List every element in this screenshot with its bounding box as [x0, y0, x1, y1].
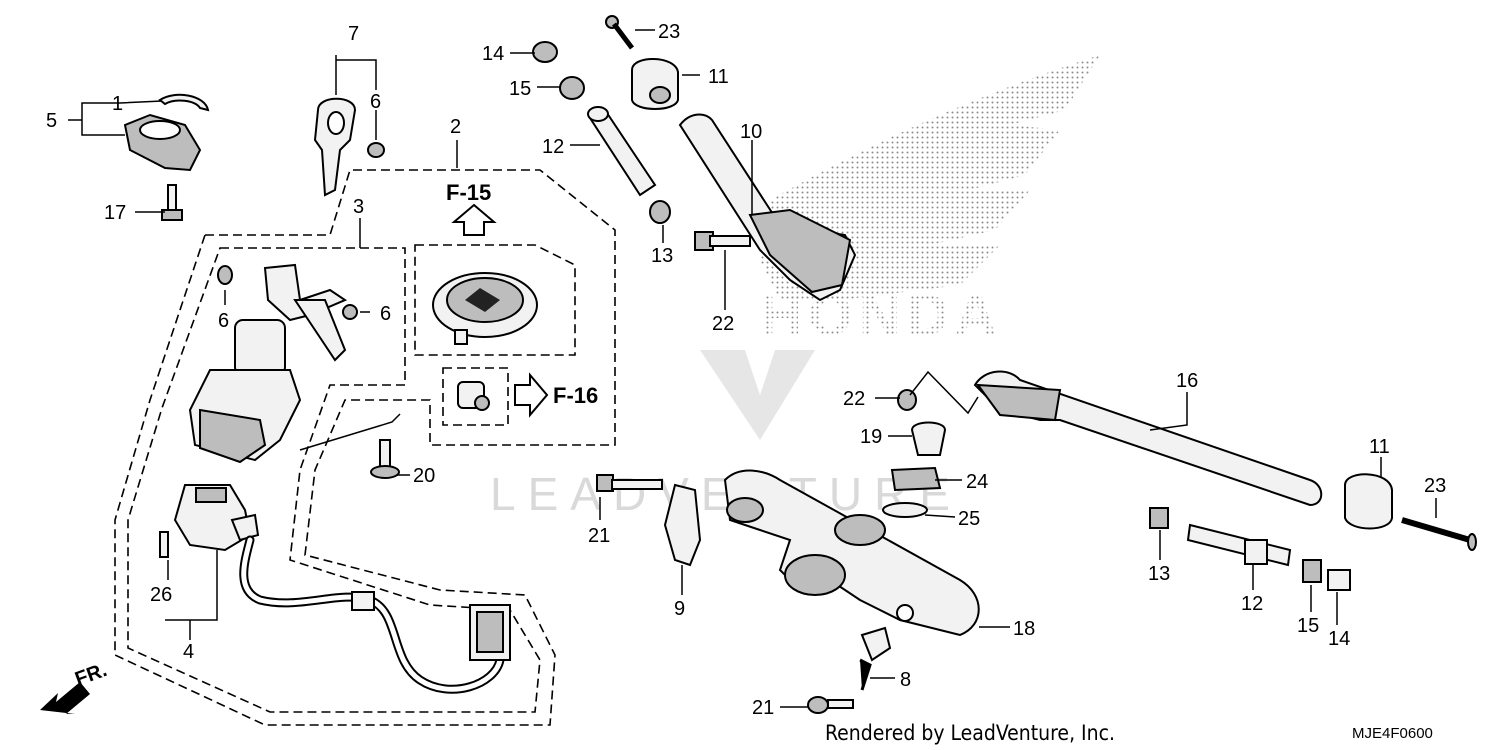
- callout-11-top[interactable]: 11: [708, 66, 729, 88]
- fuel-cap-box: [414, 244, 576, 356]
- callout-13-right[interactable]: 13: [1148, 563, 1170, 585]
- cap-19: [910, 421, 947, 456]
- nut-13-top: [649, 200, 671, 224]
- callout-23-right[interactable]: 23: [1424, 475, 1446, 497]
- key-blank-7: [313, 97, 357, 197]
- callout-15-right[interactable]: 15: [1297, 615, 1319, 637]
- ref-f16[interactable]: F-16: [553, 383, 598, 408]
- ignition-switch-3: [188, 263, 358, 464]
- nut-13-right: [1149, 507, 1169, 529]
- part-knob-5: [123, 93, 210, 172]
- top-bridge-18: [723, 469, 980, 637]
- callout-17[interactable]: 17: [104, 202, 126, 224]
- collar-15-right: [1302, 559, 1322, 583]
- callout-13-top[interactable]: 13: [651, 245, 673, 267]
- weight-11-right: [1344, 473, 1393, 530]
- callout-16[interactable]: 16: [1176, 370, 1198, 392]
- bolt-20: [370, 439, 400, 479]
- callout-20[interactable]: 20: [413, 465, 435, 487]
- washer-25: [882, 502, 928, 518]
- bolt-22-mid: [897, 389, 917, 411]
- harness-outline: [114, 169, 616, 726]
- rod-12-right: [1186, 523, 1292, 567]
- bolt-23-right: [1401, 517, 1477, 551]
- handlebar-right-16: [973, 370, 1323, 507]
- callout-6-top[interactable]: 6: [370, 91, 381, 113]
- lock-cylinder-box: [442, 367, 509, 426]
- callout-1[interactable]: 1: [112, 93, 123, 115]
- watermark-text: LEADVENTURE: [490, 468, 962, 520]
- ref-f15[interactable]: F-15: [446, 180, 491, 205]
- arrow-up-f15[interactable]: [451, 203, 497, 236]
- callout-14-right[interactable]: 14: [1328, 628, 1350, 650]
- callout-19[interactable]: 19: [860, 426, 882, 448]
- callout-21-bottom[interactable]: 21: [752, 697, 774, 719]
- callout-14-top[interactable]: 14: [482, 43, 504, 65]
- honda-wing-logo: HONDA: [760, 55, 1100, 348]
- screw-26: [159, 531, 169, 558]
- callout-22-mid[interactable]: 22: [843, 388, 865, 410]
- bolt-21-bottom: [807, 696, 854, 714]
- callout-6-left[interactable]: 6: [218, 310, 229, 332]
- callout-8[interactable]: 8: [900, 669, 911, 691]
- sensor-switch-4: [173, 484, 260, 552]
- rendered-by-credit: Rendered by LeadVenture, Inc.: [825, 721, 1115, 745]
- callout-25[interactable]: 25: [958, 508, 980, 530]
- bolt-21-mid: [596, 474, 663, 492]
- callout-26[interactable]: 26: [150, 584, 172, 606]
- callout-3[interactable]: 3: [353, 196, 364, 218]
- callout-5[interactable]: 5: [46, 110, 57, 132]
- callout-4[interactable]: 4: [183, 641, 194, 663]
- callout-2[interactable]: 2: [450, 116, 461, 138]
- bolt-17: [161, 184, 183, 221]
- callout-12-top[interactable]: 12: [542, 136, 564, 158]
- cap-14-top: [532, 41, 558, 63]
- nut-24: [890, 466, 942, 492]
- callout-9[interactable]: 9: [674, 598, 685, 620]
- weight-11-top: [631, 58, 679, 110]
- callout-7[interactable]: 7: [348, 23, 359, 45]
- washer-6-top: [367, 142, 385, 158]
- bolt-23-top: [605, 15, 634, 50]
- callout-22-top[interactable]: 22: [712, 313, 734, 335]
- callout-15-top[interactable]: 15: [509, 78, 531, 100]
- leadventure-watermark: LEADVENTURE: [490, 350, 962, 520]
- callout-6-right[interactable]: 6: [380, 303, 391, 325]
- callout-18[interactable]: 18: [1013, 618, 1035, 640]
- callout-21-mid[interactable]: 21: [588, 525, 610, 547]
- clamp-8: [859, 626, 892, 691]
- diagram-code: MJE4F0600: [1352, 725, 1433, 742]
- leader-lines: [68, 29, 1437, 708]
- handlebar-left-10: [678, 113, 857, 302]
- arrow-right-f16[interactable]: [514, 372, 549, 418]
- cap-14-right: [1327, 569, 1351, 591]
- fuel-cap: [432, 272, 538, 345]
- rod-12-top: [587, 106, 657, 197]
- callout-12-right[interactable]: 12: [1241, 593, 1263, 615]
- clamp-9: [663, 483, 702, 567]
- lock-cylinder: [457, 381, 490, 411]
- collar-15-top: [559, 76, 585, 100]
- callout-11-right[interactable]: 11: [1369, 436, 1390, 458]
- bolt-22-top: [694, 231, 751, 251]
- wire-harness: [239, 535, 511, 694]
- callout-10[interactable]: 10: [740, 121, 762, 143]
- direction-label-fr: FR.: [72, 659, 110, 691]
- callout-23-top[interactable]: 23: [658, 21, 680, 43]
- callout-24[interactable]: 24: [966, 471, 988, 493]
- honda-wordmark: HONDA: [760, 283, 1003, 348]
- arrow-fr-icon: [40, 682, 90, 714]
